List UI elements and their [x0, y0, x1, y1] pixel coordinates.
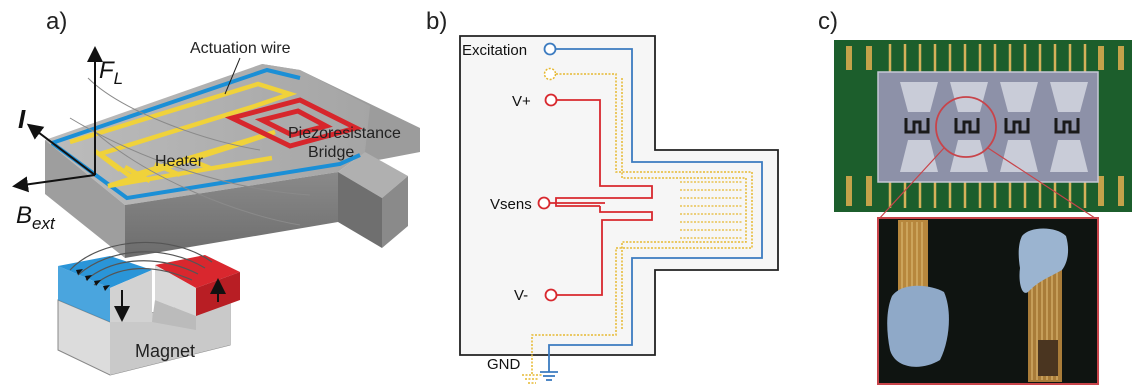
vplus-label: V+ [512, 93, 531, 110]
piezo-label-1: Piezoresistance [288, 125, 401, 142]
magnet [57, 241, 240, 376]
gnd-label: GND [487, 356, 521, 373]
vminus-label: V- [514, 287, 528, 304]
zoom-photo [877, 217, 1099, 385]
vsens-label: Vsens [490, 196, 532, 213]
panel-b-circuit: Excitation V+ Vsens V- GND [459, 35, 779, 384]
force-label: FL [99, 57, 123, 88]
deflection-curves [69, 77, 311, 226]
actuation-label: Actuation wire [190, 40, 291, 57]
heater-label: Heater [155, 153, 204, 170]
panel-b-label: b) [426, 8, 448, 35]
piezo-bridge [224, 97, 363, 149]
pcb-photo [834, 40, 1132, 212]
excitation-trace [540, 42, 763, 381]
actuation-leader [224, 57, 241, 95]
chip-outline [459, 35, 779, 356]
bridge-trace [537, 93, 653, 302]
field-label: Bext [16, 202, 56, 233]
axes [12, 46, 103, 193]
panel-c-label: c) [818, 8, 838, 35]
panel-a-label: a) [46, 8, 68, 35]
excitation-label: Excitation [462, 42, 527, 59]
panel-c-photo [834, 40, 1132, 385]
magnet-label: Magnet [135, 341, 195, 361]
current-label: I [18, 104, 26, 134]
heater-trace [522, 67, 753, 384]
piezo-label-2: Bridge [308, 144, 354, 161]
heater-meander [69, 81, 298, 189]
panel-a-diagram: FL I Bext Actuation wire Heater Piezores… [12, 40, 420, 376]
